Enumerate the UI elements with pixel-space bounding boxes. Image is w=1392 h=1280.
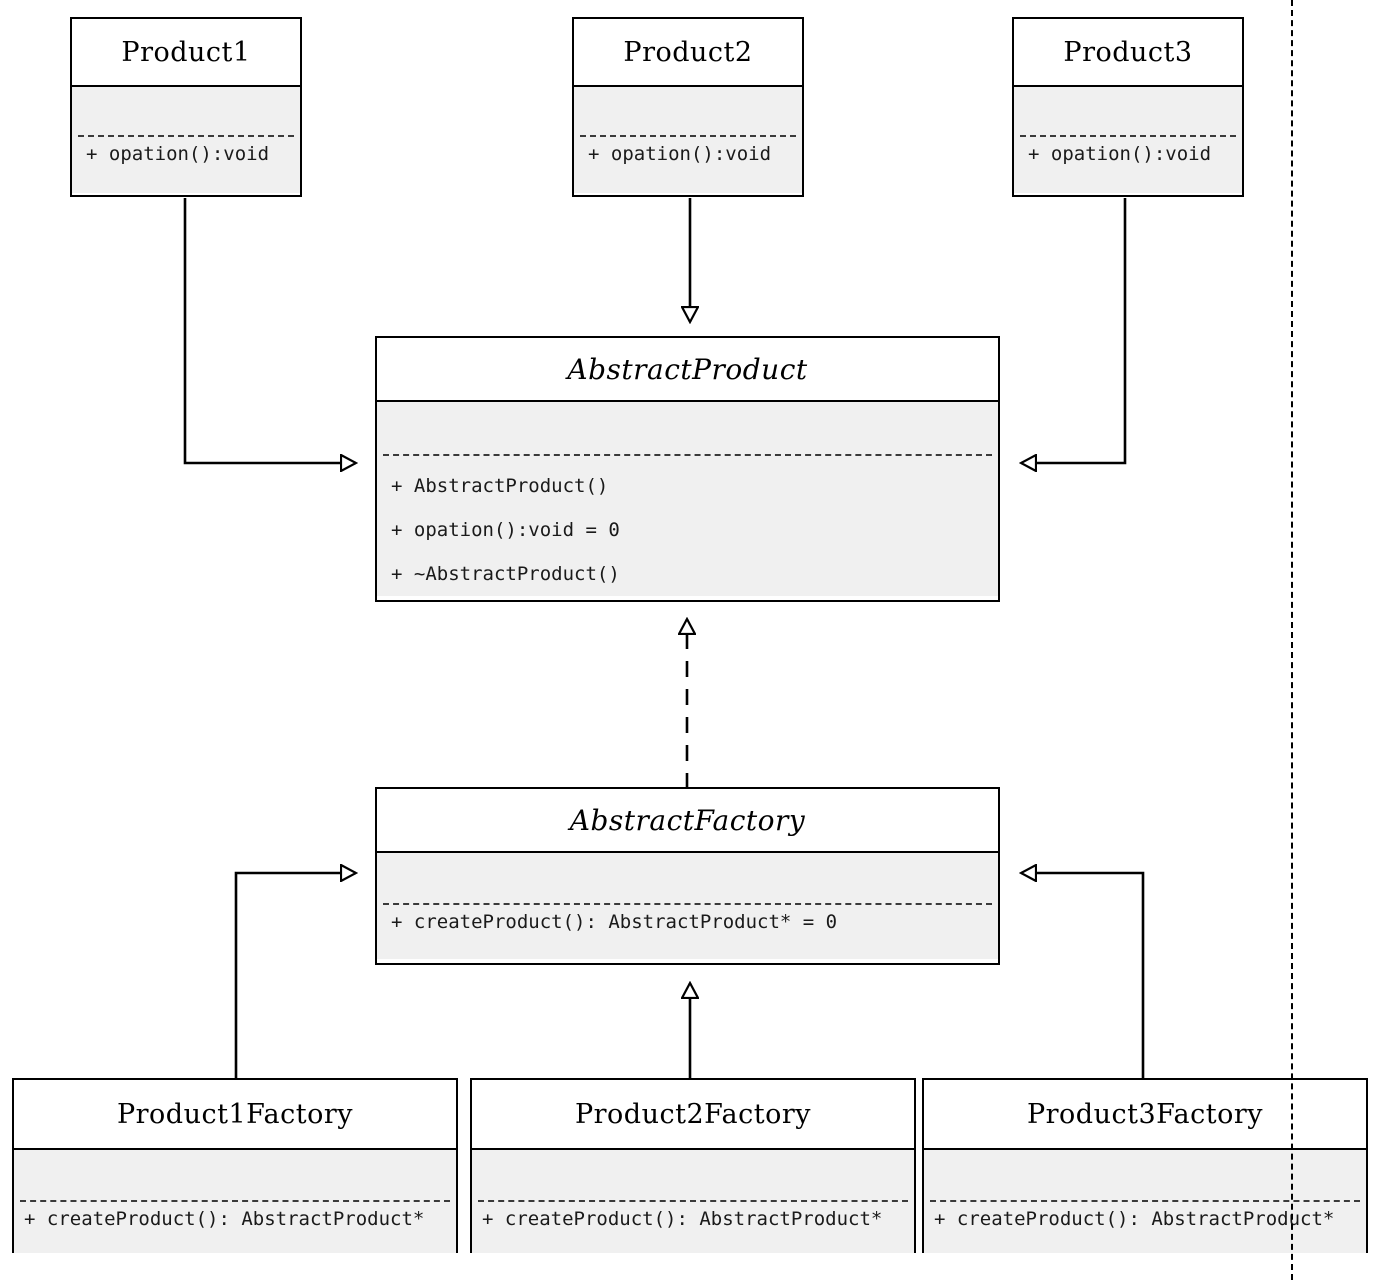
method-list-product3: + opation():void xyxy=(1014,143,1242,165)
class-title-product3factory: Product3Factory xyxy=(924,1080,1366,1148)
method-item: + opation():void xyxy=(1028,143,1212,165)
class-title-product2: Product2 xyxy=(574,19,802,85)
method-item: + opation():void xyxy=(588,143,772,165)
method-list-product1: + opation():void xyxy=(72,143,300,165)
class-members-abstractproduct: + AbstractProduct() + opation():void = 0… xyxy=(377,400,998,596)
class-box-abstractfactory[interactable]: AbstractFactory + createProduct(): Abstr… xyxy=(375,787,1000,965)
class-members-product3factory: + createProduct(): AbstractProduct* xyxy=(924,1148,1366,1253)
class-members-product3: + opation():void xyxy=(1014,85,1242,193)
class-box-product3[interactable]: Product3 + opation():void xyxy=(1012,17,1244,197)
method-item: + ~AbstractProduct() xyxy=(391,563,620,585)
class-members-product2: + opation():void xyxy=(574,85,802,193)
method-list-product1factory: + createProduct(): AbstractProduct* xyxy=(14,1208,456,1230)
class-box-product3factory[interactable]: Product3Factory + createProduct(): Abstr… xyxy=(922,1078,1368,1253)
member-separator xyxy=(1020,135,1236,137)
method-list-product2factory: + createProduct(): AbstractProduct* xyxy=(472,1208,914,1230)
member-separator xyxy=(930,1200,1360,1202)
class-title-product3: Product3 xyxy=(1014,19,1242,85)
member-separator xyxy=(383,903,992,905)
class-box-abstractproduct[interactable]: AbstractProduct + AbstractProduct() + op… xyxy=(375,336,1000,602)
method-item: + AbstractProduct() xyxy=(391,475,609,497)
member-separator xyxy=(78,135,294,137)
class-box-product2factory[interactable]: Product2Factory + createProduct(): Abstr… xyxy=(470,1078,916,1253)
relation-product3factory-to-abstractfactory xyxy=(1021,873,1145,1080)
relation-product1-to-abstractproduct xyxy=(183,198,356,463)
method-list-product2: + opation():void xyxy=(574,143,802,165)
method-item: + opation():void = 0 xyxy=(391,519,620,541)
class-title-abstractproduct: AbstractProduct xyxy=(377,338,998,400)
method-item: + createProduct(): AbstractProduct* xyxy=(482,1208,883,1230)
class-box-product2[interactable]: Product2 + opation():void xyxy=(572,17,804,197)
method-list-abstractfactory: + createProduct(): AbstractProduct* = 0 xyxy=(377,911,998,933)
relation-product3-to-abstractproduct xyxy=(1021,198,1127,463)
class-box-product1[interactable]: Product1 + opation():void xyxy=(70,17,302,197)
class-members-product2factory: + createProduct(): AbstractProduct* xyxy=(472,1148,914,1253)
class-members-product1: + opation():void xyxy=(72,85,300,193)
relation-product1factory-to-abstractfactory xyxy=(234,873,356,1080)
method-item: + createProduct(): AbstractProduct* xyxy=(24,1208,425,1230)
method-list-abstractproduct: + AbstractProduct() + opation():void = 0… xyxy=(377,464,998,596)
member-separator xyxy=(478,1200,908,1202)
class-title-abstractfactory: AbstractFactory xyxy=(377,789,998,851)
method-item: + createProduct(): AbstractProduct* = 0 xyxy=(391,911,838,933)
member-separator xyxy=(383,454,992,456)
class-members-product1factory: + createProduct(): AbstractProduct* xyxy=(14,1148,456,1253)
member-separator xyxy=(20,1200,450,1202)
method-list-product3factory: + createProduct(): AbstractProduct* xyxy=(924,1208,1366,1230)
class-title-product1factory: Product1Factory xyxy=(14,1080,456,1148)
class-box-product1factory[interactable]: Product1Factory + createProduct(): Abstr… xyxy=(12,1078,458,1253)
member-separator xyxy=(580,135,796,137)
class-title-product2factory: Product2Factory xyxy=(472,1080,914,1148)
class-title-product1: Product1 xyxy=(72,19,300,85)
class-members-abstractfactory: + createProduct(): AbstractProduct* = 0 xyxy=(377,851,998,959)
method-item: + createProduct(): AbstractProduct* xyxy=(934,1208,1335,1230)
page-break-guide xyxy=(1291,0,1293,1280)
method-item: + opation():void xyxy=(86,143,270,165)
